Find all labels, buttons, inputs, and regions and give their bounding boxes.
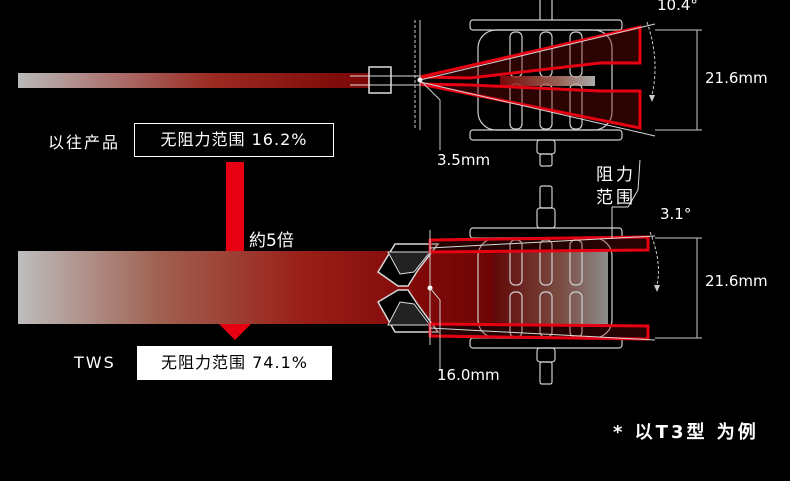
tws-resistance-zone-lower — [428, 322, 650, 341]
resistance-range-label-line1: 阻力 — [596, 165, 636, 185]
tws-width-label: 16.0mm — [437, 366, 500, 384]
tws-diagram — [18, 185, 702, 385]
improvement-factor-label: 約5倍 — [249, 231, 294, 251]
tws-height-label: 21.6mm — [705, 272, 768, 290]
tws-angle-label: 3.1° — [660, 205, 692, 223]
tws-free-range-box: 无阻力范围 74.1% — [137, 346, 332, 380]
conventional-free-range-box: 无阻力范围 16.2% — [134, 123, 334, 157]
tws-line-guide — [376, 243, 440, 333]
conventional-resistance-zone-lower — [419, 82, 642, 130]
conventional-row-label: 以往产品 — [48, 133, 121, 152]
conventional-diagram — [18, 0, 702, 167]
conventional-line-guide — [368, 66, 392, 94]
tws-row-label: TWS — [74, 353, 116, 372]
footnote: * 以T3型 为例 — [613, 422, 759, 443]
tws-resistance-zone-upper — [428, 235, 650, 254]
resistance-range-callout-line — [612, 159, 641, 208]
conventional-line-beam — [18, 73, 370, 88]
resistance-range-label-line2: 范围 — [596, 188, 636, 208]
conventional-height-label: 21.6mm — [705, 69, 768, 87]
conventional-width-label: 3.5mm — [437, 151, 491, 169]
conventional-angle-label: 10.4° — [657, 0, 698, 14]
conventional-resistance-zone-upper — [419, 25, 642, 80]
